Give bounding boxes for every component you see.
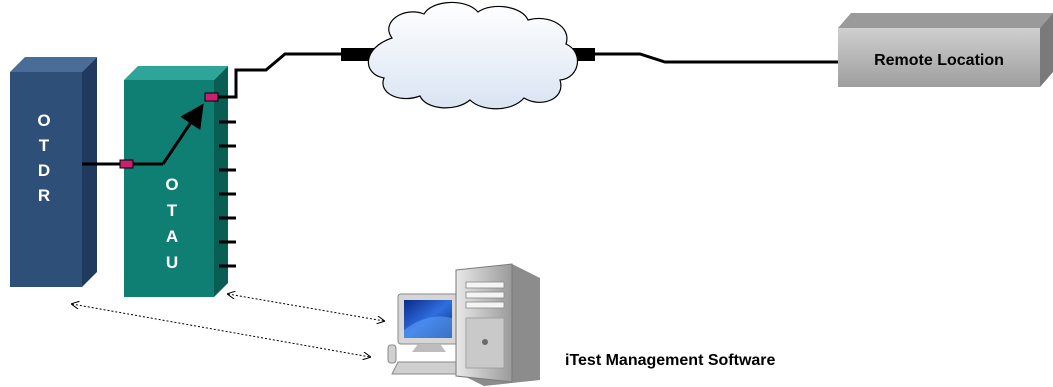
software-label: iTest Management Software	[565, 352, 776, 369]
management-links	[72, 294, 384, 357]
otau-port-ticks	[219, 120, 236, 268]
otdr-side-face	[82, 57, 97, 287]
remote-top-face	[838, 13, 1053, 28]
otau-letter: U	[166, 253, 178, 272]
cloud-icon	[367, 1, 579, 110]
otdr-letter: R	[38, 186, 50, 205]
remote-front-face	[838, 28, 1040, 87]
otau-letter: T	[167, 201, 178, 220]
otdr-letter: O	[37, 111, 50, 130]
otau-side-face	[214, 66, 228, 297]
drive-bay	[465, 281, 505, 289]
remote-location-label: Remote Location	[874, 52, 1004, 69]
otau-switch-path	[161, 103, 204, 165]
monitor-stand	[412, 344, 446, 352]
fiber-connector-icon	[119, 159, 134, 169]
fiber-connector-icon	[204, 92, 219, 102]
otau-management-link	[228, 294, 384, 321]
otdr-management-link	[72, 304, 370, 357]
power-button-icon	[482, 339, 488, 345]
otdr-box: O T D R	[10, 57, 97, 287]
remote-fiber	[595, 52, 840, 64]
otau-letter: A	[166, 227, 178, 246]
remote-side-face	[1040, 13, 1053, 87]
tower-panel	[465, 317, 505, 369]
otdr-letter: D	[38, 161, 50, 180]
fiber-sleeve-icon	[341, 48, 375, 61]
otdr-letter: T	[39, 136, 50, 155]
otdr-top-face	[10, 57, 97, 72]
otau-box: O T A U	[124, 66, 236, 297]
otau-output-fiber	[211, 52, 345, 99]
fiber-links	[82, 52, 840, 166]
screen-wave	[404, 316, 452, 338]
remote-location-box: Remote Location	[838, 13, 1053, 87]
otdr-front-face	[10, 72, 82, 287]
drive-bay	[465, 301, 505, 309]
otau-letter: O	[165, 175, 178, 194]
otau-top-face	[124, 66, 228, 80]
drive-bay	[465, 291, 505, 299]
speaker-icon	[387, 344, 397, 364]
computer-icon	[387, 263, 540, 386]
